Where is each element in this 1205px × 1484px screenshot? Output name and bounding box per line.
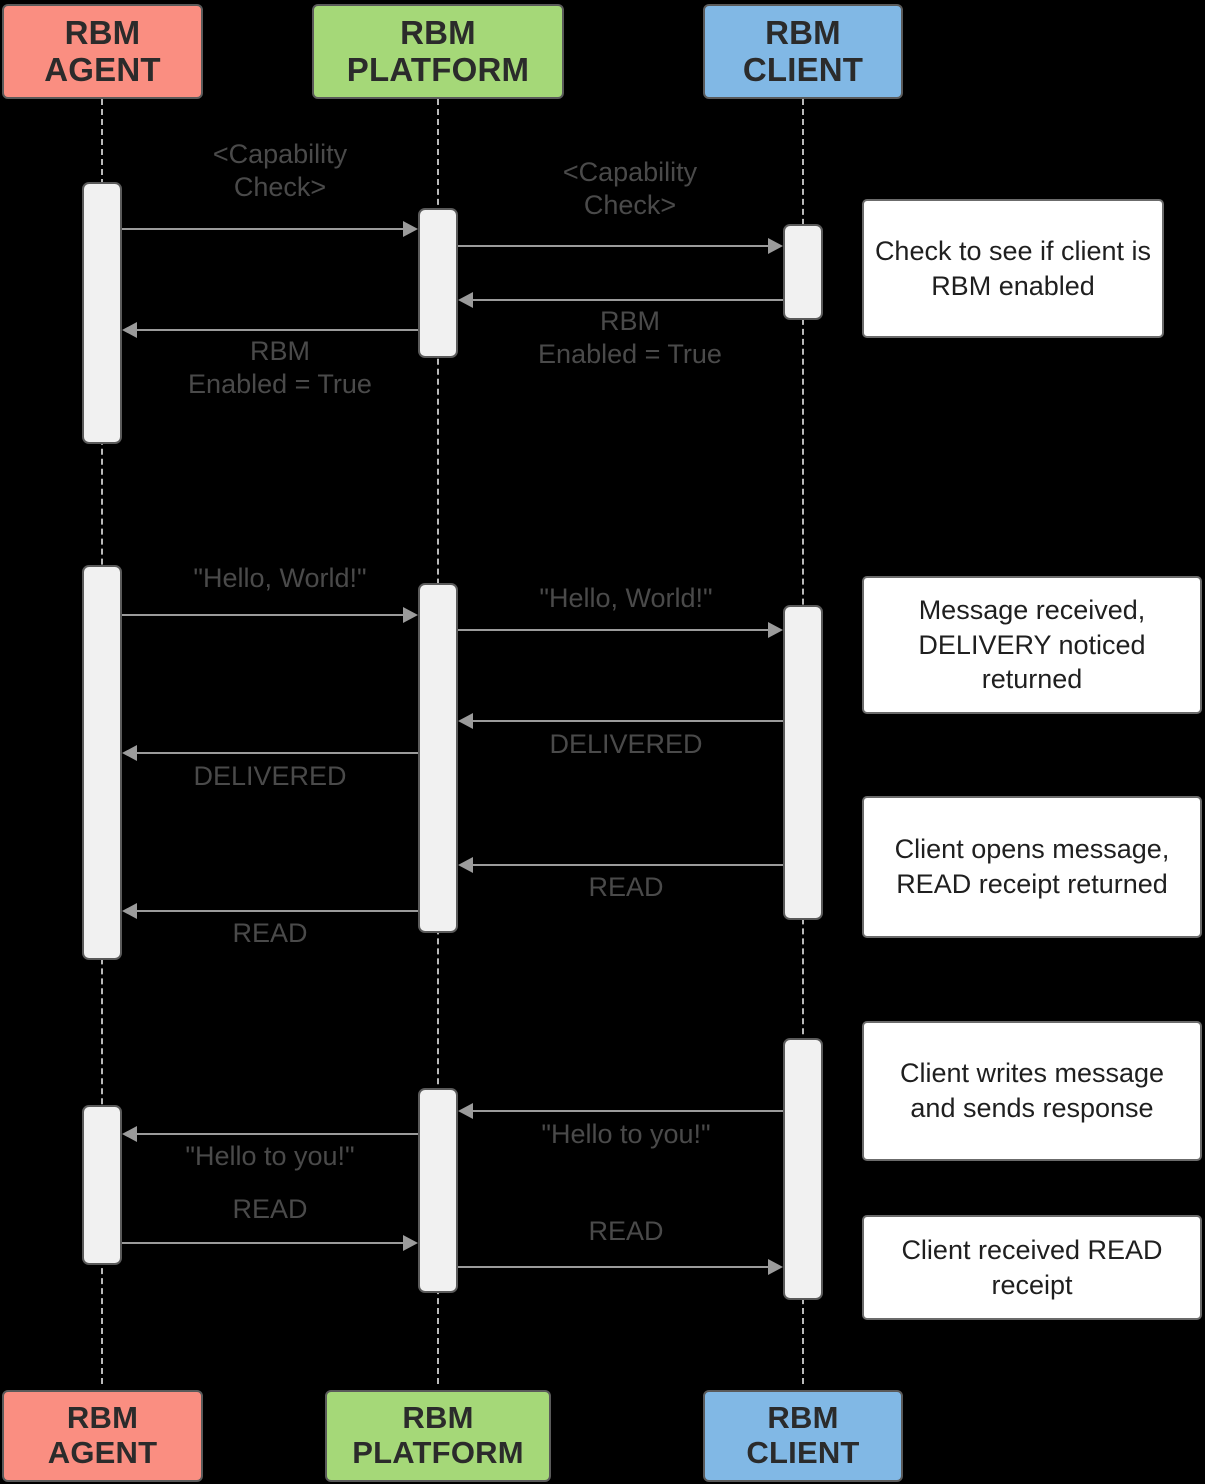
message-label-m14: READ	[588, 1216, 664, 1246]
message-arrow-m6	[768, 622, 783, 638]
actor-header-agent-line2: AGENT	[44, 50, 161, 88]
message-arrow-m7	[458, 713, 473, 729]
actor-header-client-line1: RBM	[765, 13, 841, 51]
message-line-m8	[137, 752, 418, 754]
message-line-m9	[473, 864, 783, 866]
activation-platform-1[interactable]	[418, 208, 458, 358]
activation-platform-3[interactable]	[418, 1088, 458, 1293]
actor-footer-client-line1: RBM	[767, 1400, 839, 1436]
actor-footer-client[interactable]: RBM CLIENT	[703, 1390, 903, 1482]
note-check-client-rbm-enabled: Check to see if client is RBM enabled	[862, 199, 1164, 338]
message-arrow-m4	[122, 322, 137, 338]
message-label-m4: RBM Enabled = True	[188, 336, 372, 399]
message-arrow-m2	[768, 238, 783, 254]
message-label-m10: READ	[232, 918, 308, 948]
actor-header-client-line2: CLIENT	[742, 50, 864, 88]
note-message-received-delivery: Message received, DELIVERY noticed retur…	[862, 576, 1202, 714]
actor-footer-platform-line1: RBM	[402, 1400, 474, 1436]
actor-header-platform-line1: RBM	[400, 13, 476, 51]
activation-client-1[interactable]	[783, 224, 823, 320]
message-label-m7: DELIVERED	[549, 729, 703, 759]
actor-footer-agent-line2: AGENT	[47, 1435, 158, 1470]
message-line-m7	[473, 720, 783, 722]
message-label-m3: RBM Enabled = True	[538, 306, 722, 369]
message-label-m1: <Capability Check>	[212, 139, 348, 202]
message-arrow-m10	[122, 903, 137, 919]
message-line-m12	[137, 1133, 418, 1135]
actor-footer-client-line2: CLIENT	[746, 1435, 860, 1470]
message-label-m13: READ	[232, 1194, 308, 1224]
actor-header-agent[interactable]: RBM AGENT	[2, 4, 203, 99]
message-label-m2: <Capability Check>	[562, 157, 698, 220]
note-client-received-read-receipt: Client received READ receipt	[862, 1215, 1202, 1320]
message-arrow-m5	[403, 607, 418, 623]
message-label-m9: READ	[588, 872, 664, 902]
actor-header-agent-line1: RBM	[64, 13, 141, 51]
message-line-m3	[473, 299, 783, 301]
message-label-m11: "Hello to you!"	[541, 1119, 711, 1149]
actor-footer-platform[interactable]: RBM PLATFORM	[325, 1390, 551, 1482]
message-arrow-m13	[403, 1235, 418, 1251]
message-arrow-m12	[122, 1126, 137, 1142]
message-arrow-m1	[403, 221, 418, 237]
message-line-m4	[137, 329, 418, 331]
message-label-m6: "Hello, World!"	[539, 583, 713, 613]
message-line-m11	[473, 1110, 783, 1112]
activation-client-3[interactable]	[783, 1038, 823, 1300]
actor-footer-agent-line1: RBM	[66, 1400, 139, 1436]
message-line-m2	[458, 245, 768, 247]
activation-agent-1[interactable]	[82, 182, 122, 444]
activation-platform-2[interactable]	[418, 583, 458, 933]
activation-agent-2[interactable]	[82, 565, 122, 960]
message-arrow-m14	[768, 1259, 783, 1275]
message-line-m14	[458, 1266, 768, 1268]
actor-footer-agent[interactable]: RBM AGENT	[2, 1390, 203, 1482]
activation-client-2[interactable]	[783, 605, 823, 920]
message-label-m12: "Hello to you!"	[185, 1141, 355, 1171]
message-label-m5: "Hello, World!"	[193, 563, 367, 593]
message-line-m6	[458, 629, 768, 631]
actor-header-platform[interactable]: RBM PLATFORM	[312, 4, 564, 99]
message-line-m5	[122, 614, 403, 616]
message-line-m13	[122, 1242, 403, 1244]
message-arrow-m11	[458, 1103, 473, 1119]
message-line-m10	[137, 910, 418, 912]
message-arrow-m8	[122, 745, 137, 761]
note-client-opens-message-read: Client opens message, READ receipt retur…	[862, 796, 1202, 938]
message-label-m8: DELIVERED	[193, 761, 347, 791]
actor-footer-platform-line2: PLATFORM	[352, 1435, 524, 1470]
actor-header-client[interactable]: RBM CLIENT	[703, 4, 903, 99]
note-client-writes-message: Client writes message and sends response	[862, 1021, 1202, 1161]
message-arrow-m3	[458, 292, 473, 308]
actor-header-platform-line2: PLATFORM	[346, 50, 530, 88]
message-arrow-m9	[458, 857, 473, 873]
message-line-m1	[122, 228, 403, 230]
activation-agent-3[interactable]	[82, 1105, 122, 1265]
